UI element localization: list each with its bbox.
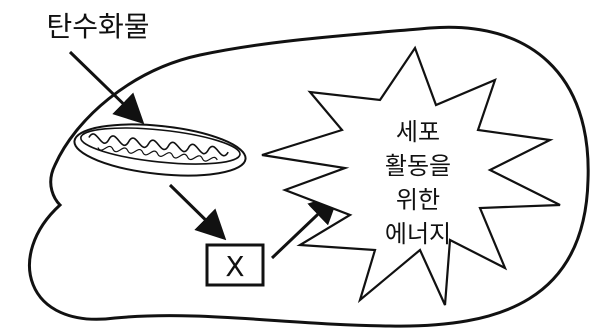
x-box-label: X	[225, 250, 244, 283]
arrow-input-to-mitochondrion	[68, 50, 145, 125]
x-box	[205, 243, 265, 287]
input-label: 탄수화물	[46, 10, 149, 43]
output-line-4: 에너지	[385, 220, 451, 248]
arrow-x-to-energy	[270, 193, 340, 260]
energy-burst	[261, 45, 561, 306]
output-line-1: 세포	[396, 118, 440, 146]
arrow-mitochondrion-to-x	[168, 183, 227, 241]
mitochondrion-icon	[73, 123, 247, 177]
output-line-2: 활동을	[385, 152, 451, 180]
cell-outline	[28, 25, 590, 328]
output-line-3: 위한	[396, 186, 440, 214]
